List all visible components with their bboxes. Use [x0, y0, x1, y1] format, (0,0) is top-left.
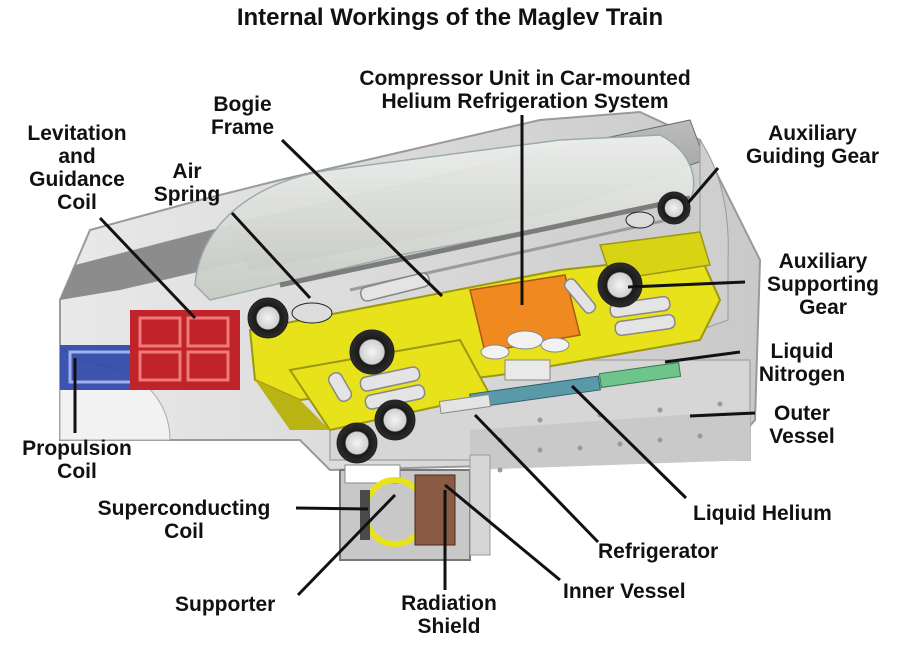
label-compressor-unit: Compressor Unit in Car-mounted Helium Re…: [359, 67, 691, 113]
label-liquid-nitrogen: Liquid Nitrogen: [758, 340, 846, 386]
cylinders-art: [327, 272, 676, 410]
wheels-art: [247, 191, 691, 464]
leader-lines: [73, 115, 756, 597]
label-levitation-guidance-coil: Levitation and Guidance Coil: [27, 122, 127, 214]
compressor-art: [469, 274, 581, 381]
label-supporter: Supporter: [175, 593, 276, 616]
levitation-coil-art: [130, 310, 240, 390]
label-auxiliary-supporting-gear: Auxiliary Supporting Gear: [767, 250, 879, 319]
label-outer-vessel: Outer Vessel: [769, 402, 835, 448]
label-inner-vessel: Inner Vessel: [563, 580, 686, 603]
diagram-title: Internal Workings of the Maglev Train: [236, 4, 664, 31]
label-bogie-frame: Bogie Frame: [210, 93, 275, 139]
label-superconducting-coil: Superconducting Coil: [97, 497, 271, 543]
label-radiation-shield: Radiation Shield: [401, 592, 497, 638]
label-auxiliary-guiding-gear: Auxiliary Guiding Gear: [745, 122, 879, 168]
label-propulsion-coil: Propulsion Coil: [22, 437, 132, 483]
cryo-pipes-art: [438, 361, 682, 414]
label-air-spring: Air Spring: [153, 160, 221, 206]
label-refrigerator: Refrigerator: [598, 540, 719, 563]
superconducting-box-art: [339, 454, 491, 561]
label-liquid-helium: Liquid Helium: [693, 502, 832, 525]
